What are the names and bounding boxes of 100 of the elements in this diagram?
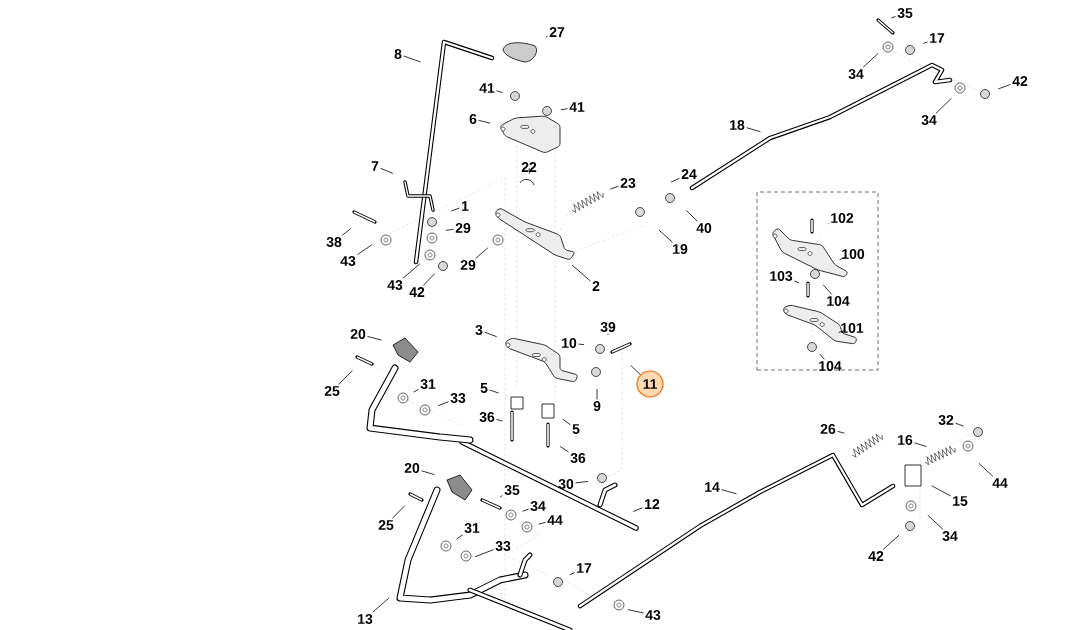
leader-line [890,16,896,19]
leader-line [437,401,449,407]
callout-number: 18 [730,120,745,130]
leader-line [456,534,464,540]
leader-line [422,273,436,286]
leader-line [496,90,503,93]
leader-line [609,185,619,190]
callout-number: 40 [696,223,712,233]
callout-number: 5 [572,424,580,434]
leader-line [658,229,673,243]
leader-line [341,228,352,236]
callout-number: 42 [409,287,425,297]
leader-line [380,167,394,174]
callout-number: 34 [848,69,864,79]
callout-number: 6 [469,114,477,124]
callout-number: 10 [562,338,577,348]
leader-line [819,353,825,360]
leader-line [392,505,406,519]
leader-line [575,481,589,484]
callout-number: 17 [930,33,945,43]
leader-line [445,228,454,231]
leader-line [838,329,846,333]
callout-number: 41 [479,83,495,93]
callout-number: 31 [420,379,436,389]
callout-number: 7 [371,161,379,171]
callout-number: 12 [645,499,660,509]
leader-line [978,462,994,477]
leader-line [484,331,498,338]
leader-line [578,343,585,346]
callout-number: 44 [992,478,1008,488]
callout-number: 35 [504,485,520,495]
callout-number: 42 [868,551,884,561]
leader-line [922,41,928,44]
callout-number: 14 [705,482,720,492]
callout-number: 35 [897,8,913,18]
callout-number: 34 [530,501,546,511]
leader-line [746,127,761,133]
leader-line [596,388,598,400]
callout-number: 38 [326,237,342,247]
leader-line [571,264,591,282]
callout-number: 33 [495,541,511,551]
callout-number: 44 [547,515,563,525]
leader-line [862,52,879,68]
callout-number: 20 [350,329,366,339]
callout-number: 19 [673,244,688,254]
leader-line [559,446,569,453]
leader-line [569,572,575,576]
leader-line [914,442,927,447]
leader-line [632,507,643,512]
callout-number: 23 [620,178,636,188]
leader-line [338,370,353,385]
leader-line [686,210,698,222]
leader-line [997,84,1011,90]
callout-number: 30 [558,479,574,489]
callout-number: 43 [645,610,661,620]
callout-number: 43 [340,256,356,266]
callout-number: 29 [460,260,476,270]
leader-line [357,244,373,255]
callout-number: 25 [378,520,394,530]
callout-number: 16 [898,435,913,445]
callout-number: 31 [464,523,480,533]
leader-line [627,609,644,614]
leader-line [927,514,944,530]
leader-line [839,256,846,261]
callout-number: 36 [479,412,495,422]
leader-line [607,333,609,336]
callout-number: 22 [521,162,537,172]
leader-line [670,177,680,183]
callout-number: 41 [569,102,585,112]
leader-line [837,431,845,434]
leader-line [721,489,737,495]
leader-line [372,597,390,613]
callout-number: 29 [455,223,471,233]
inset-frame [756,191,879,371]
callout-number: 34 [942,531,958,541]
leader-line [545,35,548,38]
leader-line [402,263,421,279]
callout-number: 15 [953,496,968,506]
callout-number: 17 [577,563,592,573]
leader-line [562,418,571,426]
callout-number: 103 [770,271,793,281]
callout-number: 8 [394,49,402,59]
callout-number: 26 [820,424,836,434]
callout-number: 32 [938,415,954,425]
leader-line [450,207,460,212]
callout-number: 36 [570,453,586,463]
callout-number: 27 [549,27,565,37]
leader-line [421,470,435,475]
callout-number: 34 [921,115,937,125]
leader-line [538,522,546,525]
callout-number: 13 [358,614,373,624]
leader-line [935,97,952,114]
callout-number: 1 [462,201,469,211]
callout-number: 25 [324,386,340,396]
leader-line [528,167,530,174]
leader-line [882,534,900,550]
leader-line [478,119,491,124]
leader-line [931,485,951,497]
callout-number: 5 [480,383,488,393]
callout-number: 39 [600,322,616,332]
